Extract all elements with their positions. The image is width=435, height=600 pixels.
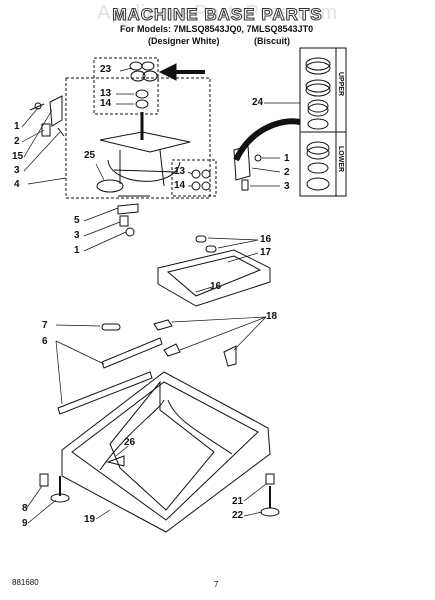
callout-23: 23 <box>100 64 112 75</box>
pointer-arrow <box>233 118 301 162</box>
callout-3c: 3 <box>74 230 80 241</box>
bearing-parts-box <box>171 159 217 197</box>
bearing-box-parts <box>191 169 211 191</box>
callout-18: 18 <box>266 311 278 322</box>
callout-15: 15 <box>12 151 24 162</box>
callout-2b: 2 <box>284 167 290 178</box>
leader-lines <box>21 67 300 524</box>
models-line: For Models: 7MLSQ8543JQ0, 7MLSQ8543JT0 <box>120 24 314 34</box>
callout-9: 9 <box>22 518 28 529</box>
right-foot <box>260 473 280 517</box>
callout-2: 2 <box>14 136 20 147</box>
callout-19: 19 <box>84 514 96 525</box>
callout-13: 13 <box>100 88 112 99</box>
footer-code: 881680 <box>12 578 39 587</box>
callout-7: 7 <box>42 320 48 331</box>
middle-fasteners <box>117 203 139 237</box>
watermark: AppliancePartsPros.com <box>97 2 338 24</box>
callout-22: 22 <box>232 510 244 521</box>
transmission-group-box <box>65 77 211 199</box>
callout-3: 3 <box>14 165 20 176</box>
callout-1: 1 <box>14 121 20 132</box>
callout-21: 21 <box>232 496 244 507</box>
color-left: (Designer White) <box>148 36 220 46</box>
top-parts <box>129 61 158 109</box>
callout-13b: 13 <box>174 166 186 177</box>
upper-frame <box>157 235 271 307</box>
callout-17: 17 <box>260 247 272 258</box>
callout-25: 25 <box>84 150 96 161</box>
callout-14: 14 <box>100 98 112 109</box>
callout-26: 26 <box>124 437 136 448</box>
callout-5: 5 <box>74 215 80 226</box>
callout-3b: 3 <box>284 181 290 192</box>
lower-label: LOWER <box>337 146 344 173</box>
right-fasteners <box>233 145 262 191</box>
rails <box>57 319 237 415</box>
callout-1b: 1 <box>284 153 290 164</box>
left-foot <box>39 473 70 503</box>
transmission-assembly <box>96 112 191 197</box>
callout-4: 4 <box>14 179 20 190</box>
callout-24: 24 <box>252 97 264 108</box>
upper-bearing-set <box>305 57 331 130</box>
base-frame <box>61 371 271 533</box>
top-parts-box <box>93 57 159 115</box>
callout-1c: 1 <box>74 245 80 256</box>
lower-bearing-set <box>306 141 330 191</box>
upper-label: UPPER <box>337 72 344 97</box>
page-title: MACHINE BASE PARTS <box>112 5 323 25</box>
callout-16b: 16 <box>210 281 222 292</box>
page-number: 7 <box>214 580 219 589</box>
callout-14b: 14 <box>174 180 186 191</box>
callout-8: 8 <box>22 503 28 514</box>
color-right: (Biscuit) <box>254 36 290 46</box>
callout-16: 16 <box>260 234 272 245</box>
left-fasteners <box>29 95 65 137</box>
callout-6: 6 <box>42 336 48 347</box>
